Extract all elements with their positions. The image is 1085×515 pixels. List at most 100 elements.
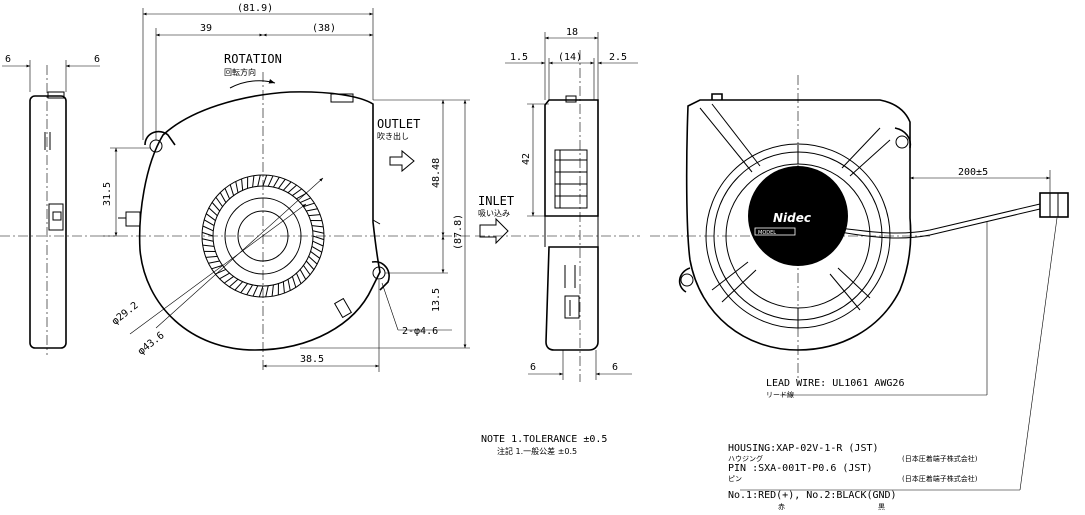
impeller-blade: [202, 244, 215, 247]
left-side-view: [0, 60, 120, 355]
dim-height-13-5: 13.5: [431, 288, 442, 312]
impeller-blade: [229, 184, 235, 196]
impeller-blade: [292, 188, 303, 196]
impeller-blade: [224, 188, 231, 200]
brand-label-disc: [748, 166, 848, 266]
impeller-blade: [312, 235, 325, 241]
impeller-blades: [201, 174, 325, 298]
impeller-blade: [299, 269, 307, 280]
dim-lead-length: 200±5: [958, 167, 988, 178]
dim-hole-to-edge: 39: [200, 23, 212, 34]
impeller-blade: [308, 255, 318, 265]
inlet-label: INLET: [478, 194, 514, 208]
impeller-blade: [205, 255, 218, 258]
main-view-dimensions: [110, 8, 470, 372]
dim-dia-43-6: φ43.6: [136, 330, 166, 357]
main-view: [100, 72, 470, 372]
dim-outlet-height: 42: [521, 153, 532, 165]
impeller-blade: [299, 197, 311, 204]
impeller-blade: [211, 264, 223, 270]
impeller-blade: [241, 178, 244, 191]
pin-maker: (日本圧着端子株式会社): [902, 474, 978, 483]
impeller-blade: [223, 276, 234, 284]
brand-logo: Nidec: [773, 211, 811, 225]
housing-maker: (日本圧着端子株式会社): [902, 454, 978, 463]
impeller-blade: [291, 276, 297, 288]
impeller-blade: [215, 196, 223, 207]
impeller-blade: [262, 174, 268, 187]
impeller-blade: [308, 214, 321, 217]
impeller-blade: [252, 285, 259, 297]
dim-bottom-left: 6: [530, 362, 536, 373]
impeller-blade: [278, 178, 286, 189]
model-label: MODEL: [758, 230, 776, 236]
impeller-blade: [303, 265, 311, 276]
impeller-blade: [271, 284, 274, 297]
dim-bottom-right: 6: [612, 362, 618, 373]
impeller-blade: [311, 245, 323, 253]
dim-holes: 2-φ4.6: [402, 326, 438, 337]
impeller-blade: [202, 225, 214, 232]
pin-red-jp: 赤: [778, 503, 785, 511]
impeller-blade: [257, 174, 261, 187]
impeller-blade: [287, 279, 291, 291]
impeller-blade: [240, 283, 248, 294]
impeller-blade: [312, 230, 325, 234]
pin-black-jp: 黒: [878, 503, 885, 511]
pin-note: PIN :SXA-001T-P0.6 (JST): [728, 463, 873, 474]
impeller-blade: [282, 281, 285, 294]
impeller-blade: [211, 202, 221, 212]
note-tolerance-jp: 注記 1.一般公差 ±0.5: [497, 446, 577, 456]
dim-side-left: 6: [5, 54, 11, 65]
impeller-blade: [229, 278, 239, 288]
pin-note-jp: ピン: [728, 475, 742, 483]
back-view: [650, 75, 1069, 491]
dim-front-left: 1.5: [510, 52, 528, 63]
inlet-label-jp: 吸い込み: [478, 209, 510, 218]
impeller-blade: [219, 192, 227, 203]
impeller-blade: [287, 184, 297, 194]
rotation-label-jp: 回転方向: [224, 67, 256, 77]
impeller-blade: [219, 272, 230, 280]
outlet-label: OUTLET: [377, 117, 420, 131]
impeller-blade: [234, 281, 244, 291]
housing-note: HOUSING:XAP-02V-1-R (JST): [728, 443, 879, 454]
lead-wire-note-jp: リード線: [766, 390, 794, 399]
dim-front-right: 2.5: [609, 52, 627, 63]
impeller-blade: [311, 225, 324, 228]
impeller-blade: [267, 175, 274, 187]
impeller-blade: [310, 251, 321, 259]
impeller-blade: [208, 207, 218, 217]
impeller-blade: [246, 284, 254, 296]
impeller-blade: [258, 285, 264, 298]
dim-dia-29-2: φ29.2: [110, 300, 140, 327]
dim-side-right: 6: [94, 54, 100, 65]
dim-front-depth: 18: [566, 27, 578, 38]
dim-height-31-5: 31.5: [102, 182, 113, 206]
dim-front-mid: (14): [558, 52, 582, 63]
impeller-blade: [306, 208, 318, 212]
impeller-blade: [282, 181, 292, 191]
impeller-blade: [203, 219, 215, 227]
impeller-blade: [252, 175, 255, 188]
note-tolerance: NOTE 1.TOLERANCE ±0.5: [481, 434, 607, 445]
rotation-label: ROTATION: [224, 52, 282, 66]
impeller-blade: [201, 231, 214, 237]
outlet-label-jp: 吹き出し: [377, 131, 409, 141]
dim-hole-to-outlet: (38): [312, 23, 336, 34]
housing-note-jp: ハウジング: [728, 454, 763, 463]
dim-height-48-48: 48.48: [431, 158, 442, 188]
impeller-blade: [295, 272, 302, 284]
dim-height-87-8: (87.8): [453, 214, 464, 250]
dim-width-38-5: 38.5: [300, 354, 324, 365]
impeller-blade: [205, 213, 216, 221]
impeller-blade: [265, 285, 269, 298]
impeller-blade: [305, 260, 315, 270]
dim-overall-width: (81.9): [237, 3, 273, 14]
impeller-blade: [312, 240, 324, 247]
impeller-blade: [272, 176, 280, 188]
impeller-blade: [201, 238, 214, 242]
lead-wire-note: LEAD WIRE: UL1061 AWG26: [766, 378, 904, 389]
front-view: [475, 32, 640, 382]
